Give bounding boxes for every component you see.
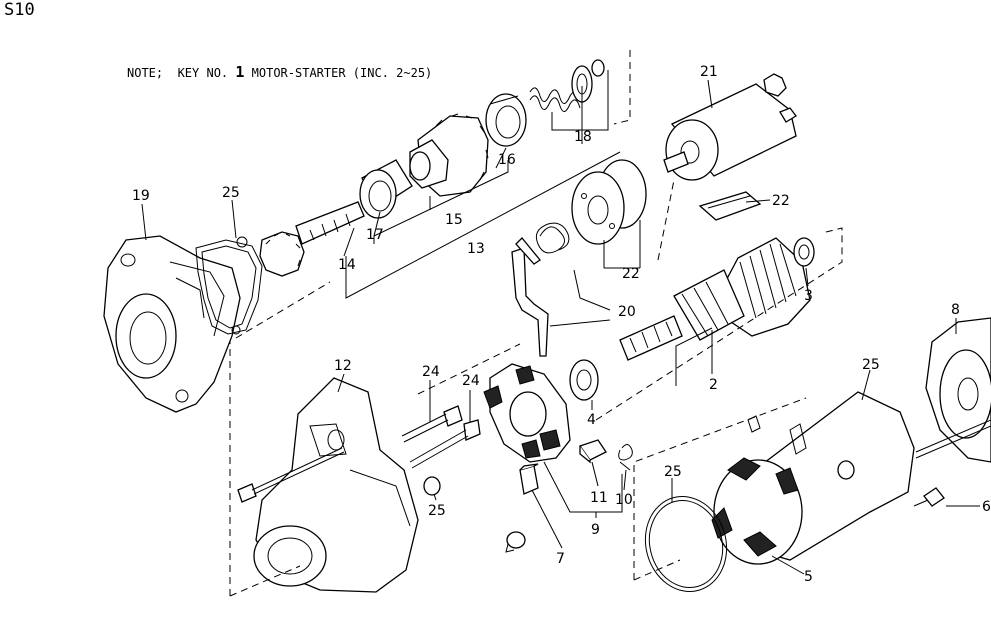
bolt-long-left — [237, 447, 345, 503]
part-11-brush — [578, 439, 607, 464]
callout-18: 18 — [574, 129, 592, 145]
callout-9: 9 — [591, 522, 600, 538]
part-25-seal-ring — [644, 495, 728, 593]
part-16-ring — [485, 93, 527, 147]
callout-11: 11 — [590, 490, 608, 506]
part-9-brush-holder — [483, 363, 571, 463]
part-20-shift-lever — [511, 222, 570, 357]
callout-13: 13 — [467, 241, 485, 257]
note-prefix: NOTE; KEY NO. — [127, 66, 229, 80]
callout-6: 6 — [982, 499, 991, 515]
part-7-nut — [505, 531, 526, 553]
part-7-brush-block — [519, 463, 539, 495]
callout-22-disc: 22 — [622, 266, 640, 282]
part-4-bearing — [569, 359, 599, 401]
callout-12: 12 — [334, 358, 352, 374]
callout-25-gasket: 25 — [222, 185, 240, 201]
callout-25-yoke: 25 — [862, 357, 880, 373]
callout-15: 15 — [445, 212, 463, 228]
callout-19: 19 — [132, 188, 150, 204]
callout-20: 20 — [618, 304, 636, 320]
part-14-pinion-gear — [259, 201, 365, 277]
part-12-housing — [253, 377, 419, 593]
callout-leaders — [141, 70, 980, 575]
part-15-clutch — [409, 113, 489, 197]
part-21-solenoid — [663, 73, 797, 181]
callout-17: 17 — [366, 227, 384, 243]
page-code: S10 — [4, 0, 35, 20]
part-2-armature — [619, 237, 811, 361]
callout-14: 14 — [338, 257, 356, 273]
part-24-through-bolt-upper — [401, 405, 463, 443]
part-8-rear-cover — [915, 317, 991, 463]
callout-7: 7 — [556, 551, 565, 567]
callout-8: 8 — [951, 302, 960, 318]
part-25-gasket-front — [195, 236, 263, 335]
note-key-number: 1 — [235, 63, 245, 81]
callout-10: 10 — [615, 492, 633, 508]
part-18-spring-assembly — [529, 59, 605, 112]
callout-2: 2 — [709, 377, 718, 393]
assembly-dashed-lines — [229, 50, 843, 597]
callout-24-lower: 24 — [462, 373, 480, 389]
callout-21: 21 — [700, 64, 718, 80]
part-10-spring — [618, 444, 633, 471]
part-25-small-cap — [423, 476, 441, 496]
callout-4: 4 — [587, 412, 596, 428]
part-17-bearing — [359, 159, 413, 219]
callout-25-cap: 25 — [428, 503, 446, 519]
part-6-screw — [913, 487, 945, 507]
callout-16: 16 — [498, 152, 516, 168]
part-3-bearing — [793, 237, 815, 267]
callout-24-upper: 24 — [422, 364, 440, 380]
part-22-disc-pair — [571, 159, 647, 245]
note-text: MOTOR-STARTER (INC. 2~25) — [251, 66, 433, 80]
part-19-front-bracket — [103, 235, 241, 413]
callout-3: 3 — [804, 288, 813, 304]
part-22-insulator — [698, 191, 762, 221]
part-5-yoke — [711, 391, 915, 565]
callout-numbers: 2 3 4 5 6 7 8 9 10 11 12 13 14 15 16 17 … — [132, 64, 991, 585]
callout-5: 5 — [804, 569, 813, 585]
callout-22-insulator: 22 — [772, 193, 790, 209]
part-24-through-bolt-lower — [409, 419, 481, 469]
callout-25-ring: 25 — [664, 464, 682, 480]
note-line: NOTE; KEY NO. 1 MOTOR-STARTER (INC. 2~25… — [127, 63, 432, 81]
